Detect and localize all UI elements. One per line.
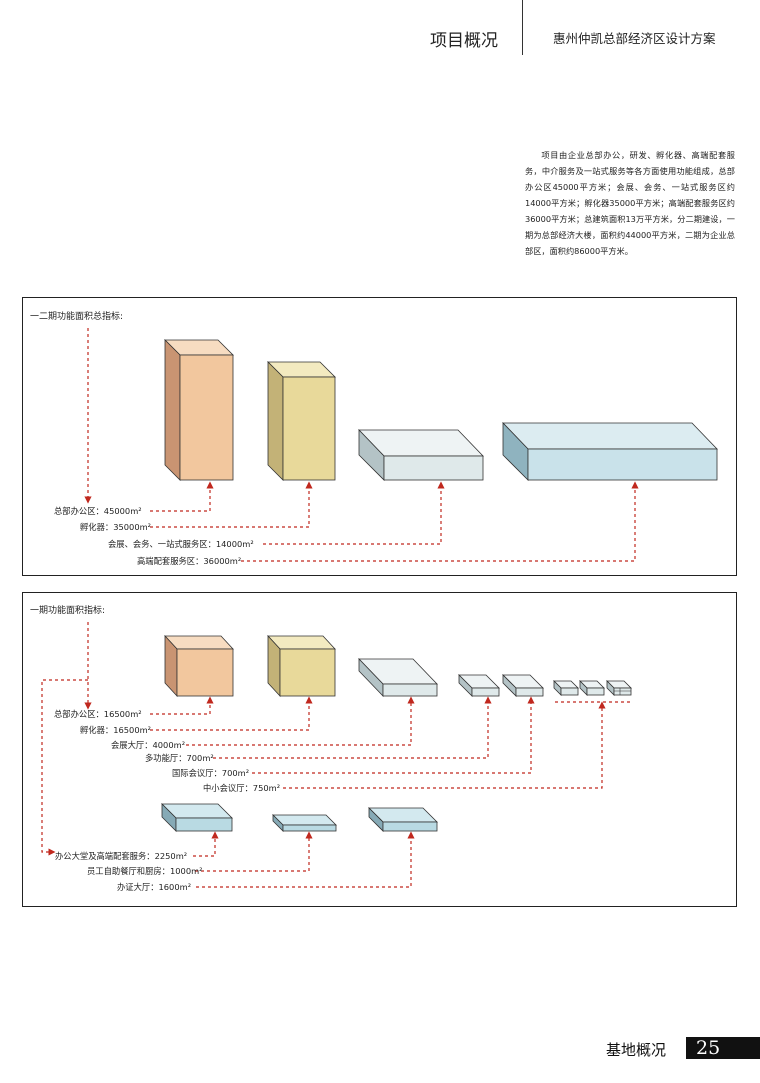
block-staff-canteen — [272, 814, 337, 832]
panel1-arrows — [84, 328, 639, 562]
p1-label-exhibition: 会展、会务、一站式服务区：14000m² — [108, 539, 254, 549]
project-title: 惠州仲凯总部经济区设计方案 — [553, 31, 716, 46]
block-small-meeting-rooms — [553, 680, 632, 696]
panel-phase1-areas — [22, 592, 737, 907]
block-multifunction-hall — [458, 674, 500, 697]
header-divider — [522, 0, 523, 55]
p2-label-incubator: 孵化器：16500m² — [80, 725, 152, 735]
block-international-hall — [502, 674, 544, 697]
panel2-title: 一期功能面积指标: — [30, 606, 106, 616]
panel1-title: 一二期功能面积总指标: — [30, 312, 124, 322]
p2-label-multifunction: 多功能厅：700m² — [145, 753, 214, 763]
p2-label-canteen: 员工自助餐厅和厨房：1000m² — [87, 866, 203, 876]
panel2-arrows — [41, 622, 606, 888]
p1-label-incubator: 孵化器：35000m² — [80, 522, 152, 532]
footer-section: 基地概况 — [606, 1041, 667, 1059]
p2-label-international: 国际会议厅：700m² — [172, 768, 250, 778]
p2-label-exhibition-hall: 会展大厅：4000m² — [111, 740, 186, 750]
block-service — [502, 422, 718, 481]
p2-label-certificate: 办证大厅：1600m² — [117, 882, 192, 892]
intro-paragraph: 项目由企业总部办公，研发、孵化器、高端配套服务，中介服务及一站式服务等各方面使用… — [525, 150, 735, 256]
block-incubator — [267, 361, 336, 481]
block-lobby-service — [161, 803, 233, 832]
block-office-phase1 — [164, 634, 234, 698]
page-number: 25 — [686, 1037, 760, 1059]
block-exhibition-hall — [358, 658, 438, 697]
block-office-hq — [164, 339, 234, 481]
block-incubator-phase1 — [267, 634, 336, 698]
p1-label-service: 高端配套服务区：36000m² — [137, 556, 242, 566]
p1-label-office: 总部办公区：45000m² — [54, 506, 142, 516]
p2-label-office: 总部办公区：16500m² — [54, 709, 142, 719]
section-title: 项目概况 — [430, 31, 498, 51]
block-exhibition — [358, 429, 484, 481]
block-certificate-hall — [368, 807, 438, 832]
p2-label-small-meeting: 中小会议厅：750m² — [203, 783, 281, 793]
p2-label-lobby: 办公大堂及高端配套服务：2250m² — [55, 851, 188, 861]
